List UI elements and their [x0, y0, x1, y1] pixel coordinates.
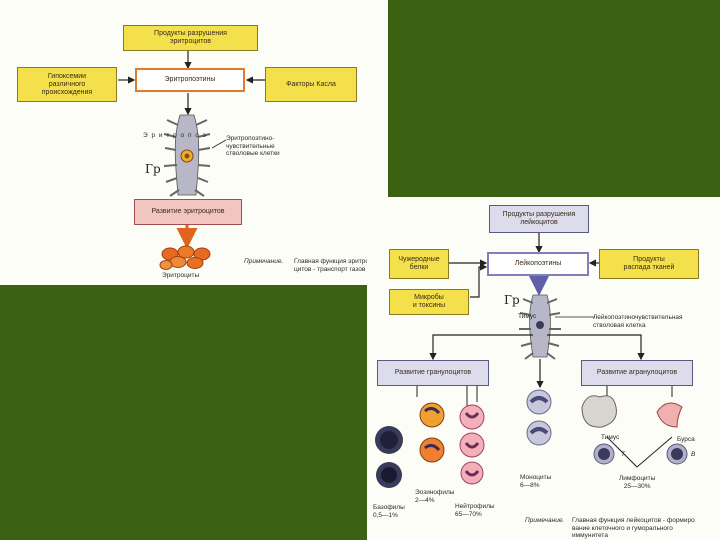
box-granulocytes: Развитие гранулоцитов	[377, 360, 489, 386]
basophils-label: Базофилы 0,5—1%	[373, 504, 405, 519]
bottom-caption-note: Примечание.	[525, 517, 565, 524]
top-caption-note: Примечание.	[244, 258, 284, 265]
box-leukopoietins: Лейкопоэтины	[487, 252, 589, 276]
box-hypoxemia: Гипоксемии различного происхождения	[17, 67, 117, 102]
b-label: B	[691, 451, 696, 458]
bursa-icon	[656, 402, 683, 428]
leuko-stem-cell-icon	[519, 294, 561, 360]
box-castle-factors: Факторы Касла	[265, 67, 357, 102]
thymus-label: Тимус	[601, 434, 620, 441]
lymphocyte-icons	[593, 443, 688, 465]
erythropoiesis-panel: Продукты разрушения эритроцитов Эритропо…	[0, 0, 388, 285]
box-agranulocytes: Развитие агранулоцитов	[581, 360, 693, 386]
top-caption-text: Главная функция эритро цитов - транспорт…	[294, 258, 369, 273]
erythrocytes-icon	[159, 245, 211, 270]
box-foreign-proteins: Чужеродные белки	[389, 249, 449, 279]
gr-label: Гр	[145, 162, 161, 176]
stem-pointer-line	[211, 139, 227, 149]
dotted-label: Э р и т р о п о э	[143, 132, 208, 139]
box-erythrocyte-development: Развитие эритроцитов	[134, 199, 242, 225]
neutrophil-icons	[459, 404, 485, 485]
leuko-stem-label: Тимус	[518, 313, 537, 320]
stem-cell-label: Эритропоэтино- чувствительные стволовые …	[226, 135, 280, 157]
box-leukocyte-destruction: Продукты разрушения лейкоцитов	[489, 205, 589, 233]
neutrophils-label: Нейтрофилы 65—70%	[455, 503, 495, 518]
t-label: T	[621, 451, 625, 458]
eosinophils-label: Эозинофилы 2—4%	[415, 489, 455, 504]
bursa-label: Бурса	[677, 436, 695, 443]
monocytes-label: Моноциты 6—8%	[520, 474, 552, 489]
box-tissue-decay: Продукты распада тканей	[599, 249, 699, 279]
box-erythrocyte-destruction: Продукты разрушения эритроцитов	[123, 25, 258, 51]
leuko-gr-label: Гр	[504, 293, 520, 307]
eosinophil-icons	[419, 402, 445, 463]
top-connectors	[118, 51, 265, 270]
monocyte-icons	[526, 389, 552, 446]
bottom-connectors	[375, 233, 688, 488]
box-microbes: Микробы и токсины	[389, 289, 469, 315]
lymphocytes-label: Лимфоциты 25—30%	[619, 475, 656, 490]
leuko-stem-desc: Лейкопоэтиночувствительная стволовая кле…	[593, 314, 683, 329]
box-erythropoietins: Эритропоэтины	[135, 68, 245, 92]
stem-cell-icon	[163, 114, 211, 197]
erythrocytes-label: Эритроциты	[162, 272, 200, 279]
basophil-icons	[375, 426, 403, 488]
thymus-icon	[581, 395, 617, 428]
bottom-caption-text: Главная функция лейкоцитов - формиро ван…	[572, 517, 695, 539]
leukopoiesis-panel: Продукты разрушения лейкоцитов Чужеродны…	[367, 197, 720, 540]
